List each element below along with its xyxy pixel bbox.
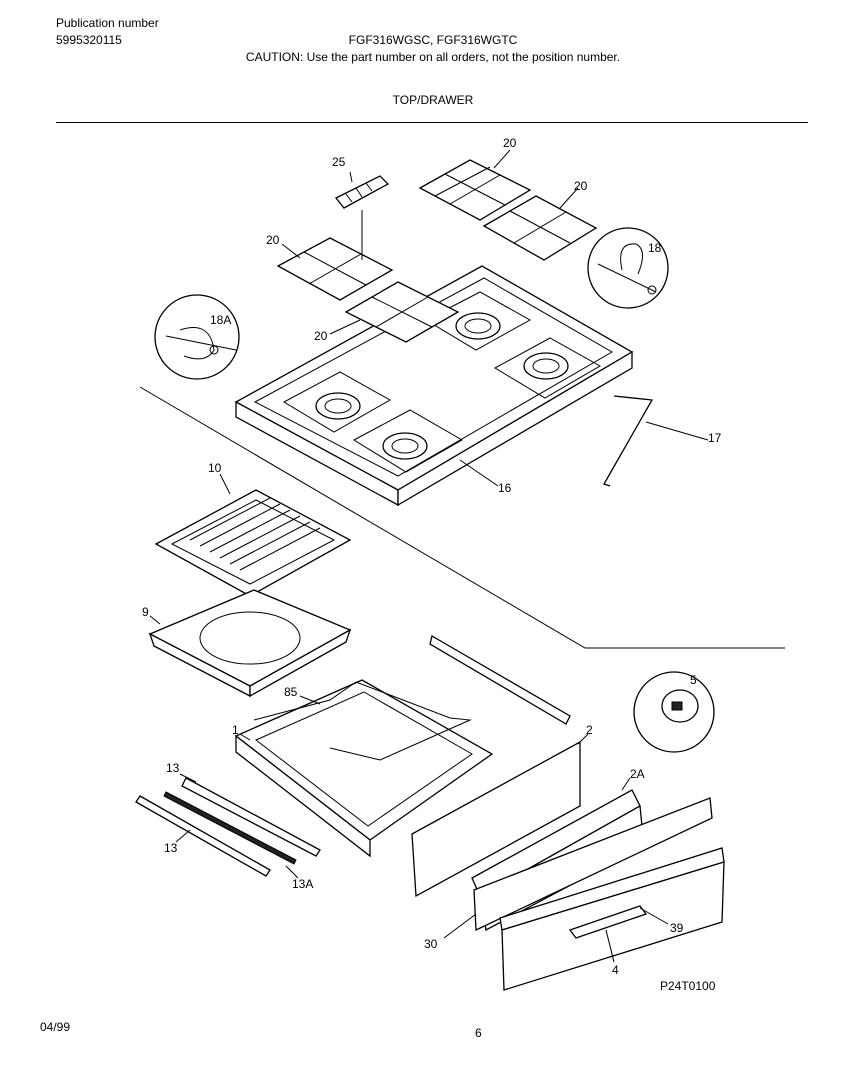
grate-part-20-far-right (482, 195, 598, 261)
part-25 (334, 175, 390, 209)
drawer-panel-part-2 (411, 740, 581, 898)
label-13a: 13A (292, 877, 313, 891)
label-13-lower: 13 (164, 841, 178, 855)
label-20-top: 20 (503, 136, 517, 150)
label-25: 25 (332, 155, 346, 169)
cooktop-part-16 (234, 265, 634, 507)
label-20-center: 20 (314, 329, 328, 343)
broiler-grid-part-10 (154, 489, 352, 597)
header-rule (56, 122, 808, 123)
drawing-code: P24T0100 (660, 979, 716, 993)
label-20-left: 20 (266, 233, 280, 247)
publication-number: 5995320115 (56, 33, 122, 47)
section-divider-line (139, 386, 785, 649)
drawer-handle-part-39 (568, 905, 648, 939)
grate-part-20-top-right (418, 159, 532, 221)
rail-part-13-upper (181, 777, 321, 857)
label-18a: 18A (210, 313, 231, 327)
drawer-part-1 (234, 679, 494, 858)
label-1: 1 (232, 723, 239, 737)
label-85: 85 (284, 685, 298, 699)
footer-date: 04/99 (40, 1020, 71, 1034)
part-17-rod (603, 395, 654, 487)
label-17: 17 (708, 431, 722, 445)
detail-callout-18 (587, 227, 669, 309)
rail-part-13a (163, 791, 297, 865)
grate-part-20-left (276, 237, 394, 301)
label-4: 4 (612, 963, 619, 977)
detail-callout-18a (154, 294, 240, 380)
label-2a: 2A (630, 767, 645, 781)
label-5: 5 (690, 673, 697, 687)
label-2: 2 (586, 723, 593, 737)
section-title: TOP/DRAWER (392, 93, 474, 107)
label-30: 30 (424, 937, 438, 951)
label-9: 9 (142, 605, 149, 619)
grate-part-20-center (344, 281, 460, 343)
detail-callout-5 (633, 671, 715, 753)
model-numbers: FGF316WGSC, FGF316WGTC (348, 33, 518, 47)
page-number: 6 (475, 1026, 482, 1040)
label-39: 39 (670, 921, 684, 935)
label-16: 16 (498, 481, 512, 495)
caution-note: CAUTION: Use the part number on all orde… (245, 50, 621, 64)
drawer-rear-rail (429, 635, 571, 725)
label-18: 18 (648, 241, 662, 255)
label-13-upper: 13 (166, 761, 180, 775)
drawer-front-part-4 (473, 797, 713, 932)
rail-part-13-lower (135, 795, 271, 877)
publication-number-label: Publication number (56, 16, 159, 30)
label-10: 10 (208, 461, 222, 475)
broiler-pan-part-9 (148, 589, 352, 698)
part-85-rack (253, 681, 472, 761)
label-20-right: 20 (574, 179, 588, 193)
